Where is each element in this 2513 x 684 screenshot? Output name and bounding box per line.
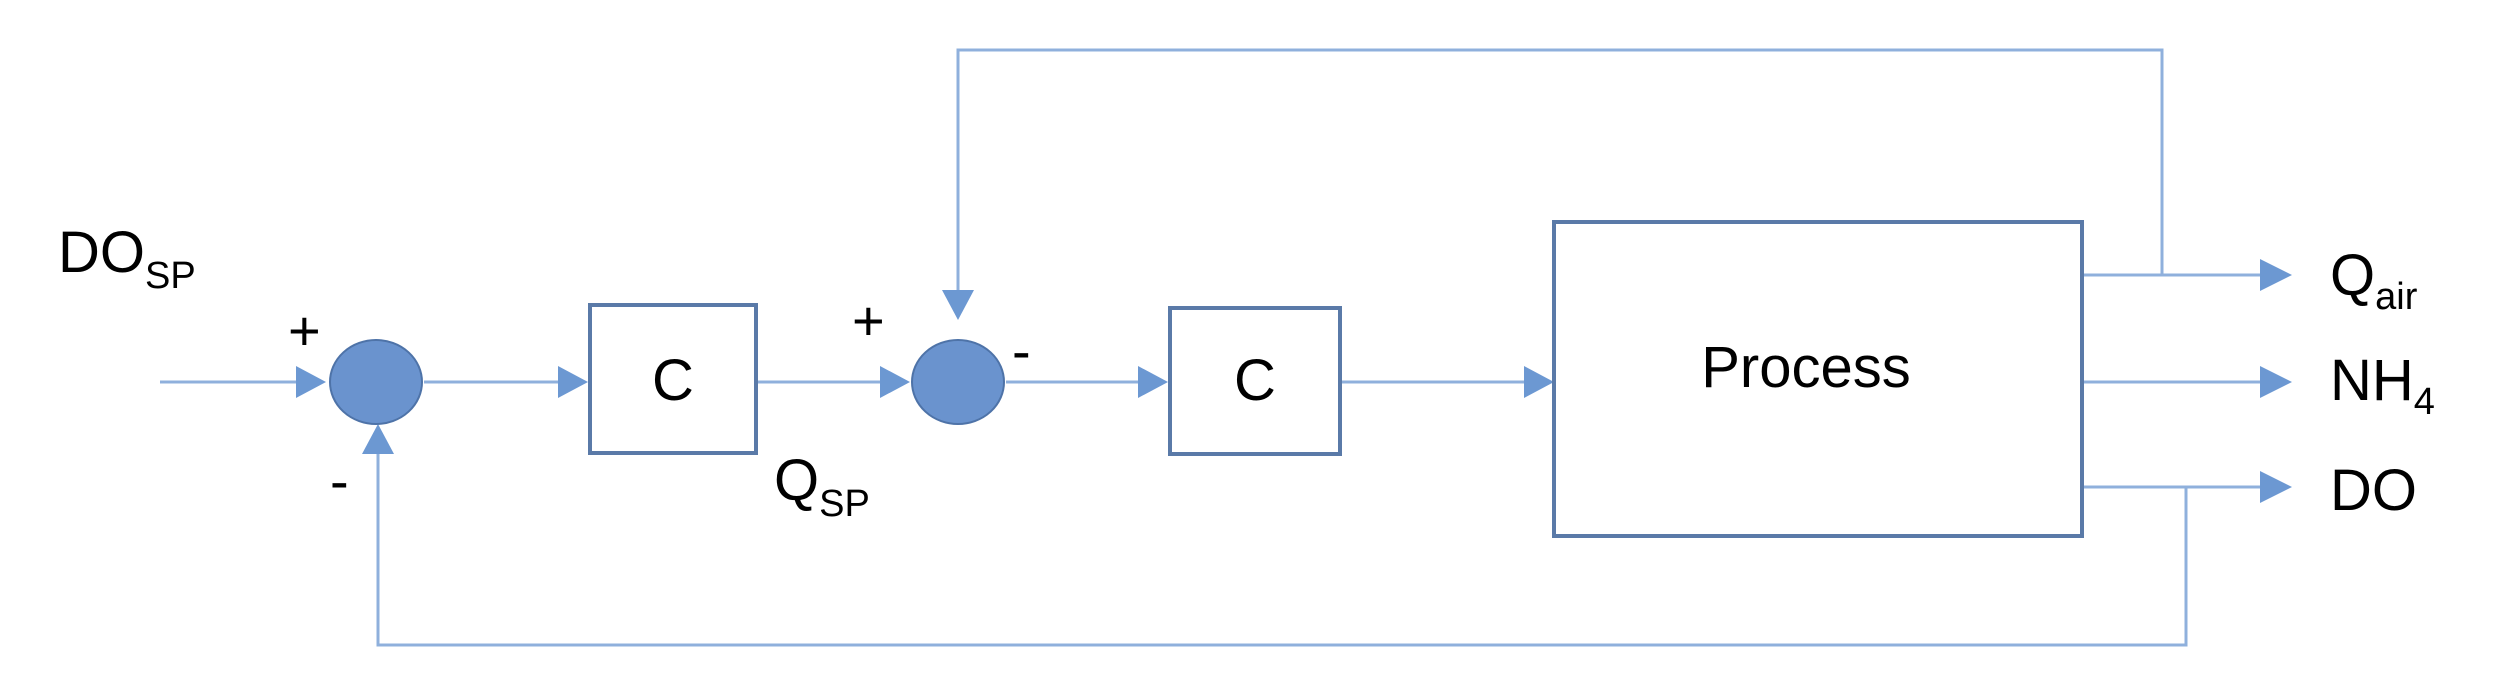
junction2-minus-sign: - <box>1012 319 1031 382</box>
do-output-label: DO <box>2330 458 2417 523</box>
process-label: Process <box>1701 335 1911 400</box>
controller-block-inner <box>1168 306 1342 456</box>
nh4-output-arrow <box>2260 366 2292 398</box>
inner-feedback-wire <box>956 48 2164 292</box>
input-arrow <box>296 366 326 398</box>
c2-input-arrow <box>1138 366 1168 398</box>
outer-feedback-arrow <box>362 424 394 454</box>
qair-output-label: Qair <box>2330 243 2418 318</box>
summing-junction-2 <box>911 339 1005 425</box>
c1-input-arrow <box>558 366 588 398</box>
controller-outer-label: C <box>652 348 694 413</box>
summing-junction-1 <box>329 339 423 425</box>
process-block <box>1552 220 2084 538</box>
inner-feedback-arrow <box>942 290 974 320</box>
qair-output-arrow <box>2260 259 2292 291</box>
junction2-plus-sign: + <box>852 289 885 352</box>
do-output-arrow <box>2260 471 2292 503</box>
nh4-output-label: NH4 <box>2330 348 2435 423</box>
junction2-input-arrow <box>880 366 910 398</box>
outer-feedback-wire <box>376 452 2188 647</box>
do-setpoint-label: DOSP <box>58 220 196 297</box>
process-input-arrow <box>1524 366 1554 398</box>
junction1-plus-sign: + <box>288 299 321 362</box>
controller-block-outer <box>588 303 758 455</box>
q-setpoint-label: QSP <box>774 448 870 525</box>
controller-inner-label: C <box>1234 348 1276 413</box>
junction1-minus-sign: - <box>330 449 349 512</box>
